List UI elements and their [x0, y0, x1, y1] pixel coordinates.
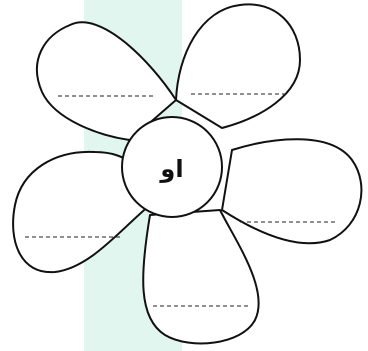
center-letter: او: [159, 155, 183, 183]
petal-right: [222, 139, 361, 243]
petal-bottom: [143, 210, 258, 343]
petal-top-right: [176, 4, 300, 128]
